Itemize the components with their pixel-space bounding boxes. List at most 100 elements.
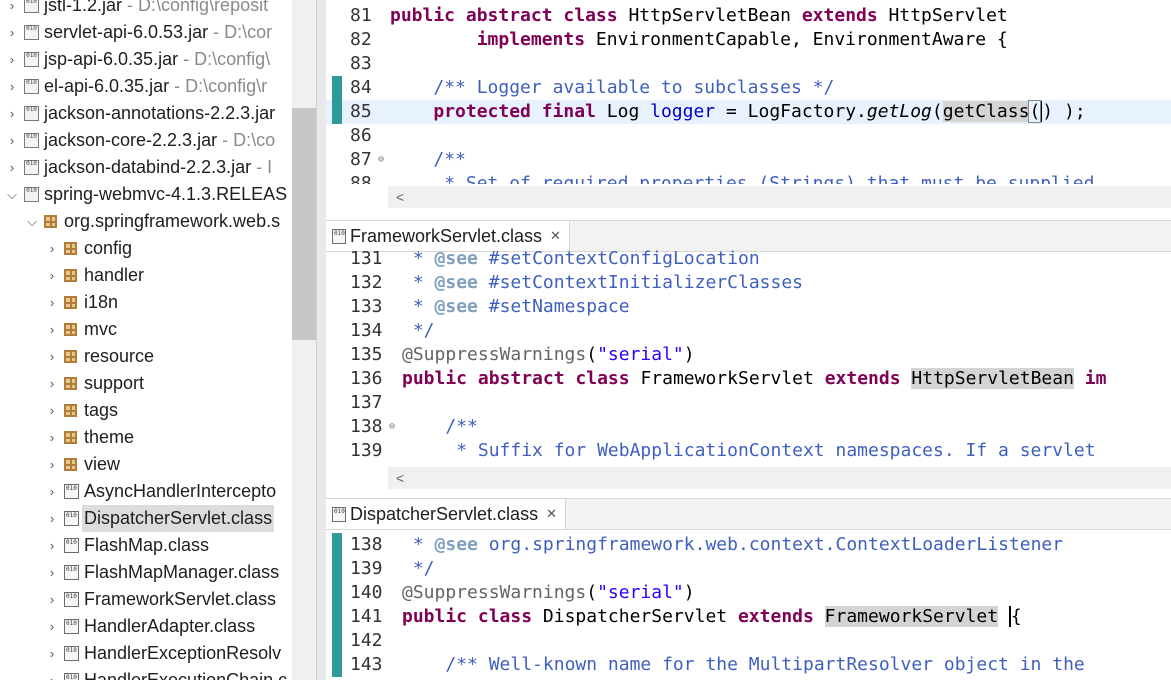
line-number: 85 [350,101,372,122]
code-line[interactable]: 142 [326,629,1171,653]
jar-icon: 010 [24,106,39,121]
code-line[interactable]: 135@SuppressWarnings("serial") [326,343,1171,367]
chevron-right-icon[interactable]: › [49,241,55,256]
chevron-right-icon[interactable]: › [49,430,55,445]
explorer-scroll-thumb[interactable] [292,108,316,340]
token: HttpServletBean [911,368,1074,389]
chevron-right-icon[interactable]: › [9,160,15,175]
chevron-down-icon[interactable]: ⌵ [27,214,37,229]
token [402,272,413,293]
token: * [412,272,435,293]
chevron-right-icon[interactable]: › [49,403,55,418]
scroll-left-icon[interactable]: < [396,189,405,205]
code-line[interactable]: 140@SuppressWarnings("serial") [326,581,1171,605]
tree-item-label: config [84,235,132,262]
chevron-right-icon[interactable]: › [49,457,55,472]
code-line[interactable]: 138⊖ /** [326,415,1171,439]
view-splitter[interactable] [316,0,326,680]
chevron-right-icon[interactable]: › [49,349,55,364]
code-line[interactable]: 87⊖ /** [326,148,1171,172]
tab-frameworkservlet[interactable]: 010 FrameworkServlet.class ✕ [326,221,570,251]
tree-item-label: FrameworkServlet.class [84,586,276,613]
code-text: public abstract class FrameworkServlet e… [402,367,1106,391]
fold-toggle-icon[interactable]: ⊖ [378,154,385,165]
chevron-right-icon[interactable]: › [49,619,55,634]
close-icon[interactable]: ✕ [546,506,557,521]
item-name: HandlerExceptionResolv [84,643,282,663]
code-line[interactable]: 133 * @see #setNamespace [326,295,1171,319]
tab-dispatcherservlet[interactable]: 010 DispatcherServlet.class ✕ [326,499,566,529]
code-line[interactable]: 83 [326,52,1171,76]
token: @see [434,248,478,269]
chevron-right-icon[interactable]: › [49,538,55,553]
code-line[interactable]: 134 */ [326,319,1171,343]
chevron-right-icon[interactable]: › [49,295,55,310]
chevron-right-icon[interactable]: › [9,25,15,40]
token [402,558,413,579]
token: /** Logger available to subclasses */ [433,77,835,98]
chevron-right-icon[interactable]: › [49,376,55,391]
chevron-right-icon[interactable]: › [9,133,15,148]
close-icon[interactable]: ✕ [550,228,561,243]
chevron-right-icon[interactable]: › [49,511,55,526]
code-area[interactable]: 138 * @see org.springframework.web.conte… [326,533,1171,681]
horizontal-scrollbar[interactable]: < [388,467,1171,489]
code-text: * Set of required properties (Strings) t… [390,172,1094,184]
fold-toggle-icon[interactable]: ⊖ [389,421,396,432]
item-name: i18n [84,292,119,312]
token: @see [434,296,478,317]
editor-dispatcherservlet[interactable]: 010 DispatcherServlet.class ✕ 138 * @see… [326,498,1171,681]
code-line[interactable]: 136 public abstract class FrameworkServle… [326,367,1171,391]
chevron-right-icon[interactable]: › [9,79,15,94]
code-text: /** [402,415,478,439]
token [565,368,576,389]
jar-icon: 010 [24,0,39,13]
code-line[interactable]: 132 * @see #setContextInitializerClasses [326,271,1171,295]
chevron-right-icon[interactable]: › [49,592,55,607]
chevron-right-icon[interactable]: › [49,322,55,337]
code-line[interactable]: 139 * Suffix for WebApplicationContext n… [326,439,1171,463]
code-line[interactable]: 137 [326,391,1171,415]
code-text: * @see #setContextInitializerClasses [402,271,803,295]
class-file-icon: 010 [64,511,79,526]
tree-item-label: resource [84,343,154,370]
code-line[interactable]: 88 * Set of required properties (Strings… [326,172,1171,184]
code-line[interactable]: 138 * @see org.springframework.web.conte… [326,533,1171,557]
class-file-icon: 010 [64,673,79,680]
chevron-right-icon[interactable]: › [49,565,55,580]
code-line[interactable]: 131 * @see #setContextConfigLocation [326,247,1171,271]
explorer-vertical-scrollbar[interactable] [292,0,316,680]
scroll-left-icon[interactable]: < [396,470,405,486]
code-line[interactable]: 82 implements EnvironmentCapable, Enviro… [326,28,1171,52]
change-marker [332,605,342,629]
code-text: /** Well-known name for the MultipartRes… [402,653,1084,677]
code-line[interactable]: 84 /** Logger available to subclasses */ [326,76,1171,100]
chevron-right-icon[interactable]: › [49,646,55,661]
code-line[interactable]: 143 /** Well-known name for the Multipar… [326,653,1171,677]
code-line[interactable]: 86 [326,124,1171,148]
tab-label: FrameworkServlet.class [350,225,543,246]
chevron-right-icon[interactable]: › [49,268,55,283]
chevron-right-icon[interactable]: › [9,52,15,67]
token: HttpServlet [877,5,1008,26]
tree-item-label: org.springframework.web.s [64,208,280,235]
line-number: 136 [350,368,383,389]
line-number: 139 [350,558,383,579]
horizontal-scrollbar[interactable]: < [388,186,1171,208]
chevron-right-icon[interactable]: › [9,0,15,13]
token: public [402,368,468,389]
chevron-right-icon[interactable]: › [49,484,55,499]
editor-frameworkservlet[interactable]: 010 FrameworkServlet.class ✕ 131 * @see … [326,220,1171,491]
code-line[interactable]: 85 protected final Log logger = LogFacto… [326,100,1171,124]
chevron-right-icon[interactable]: › [9,106,15,121]
tab-label: DispatcherServlet.class [350,503,539,524]
code-line[interactable]: 139 */ [326,557,1171,581]
chevron-right-icon[interactable]: › [45,667,59,680]
chevron-down-icon[interactable]: ⌵ [7,187,17,202]
code-text: /** Logger available to subclasses */ [390,76,834,100]
